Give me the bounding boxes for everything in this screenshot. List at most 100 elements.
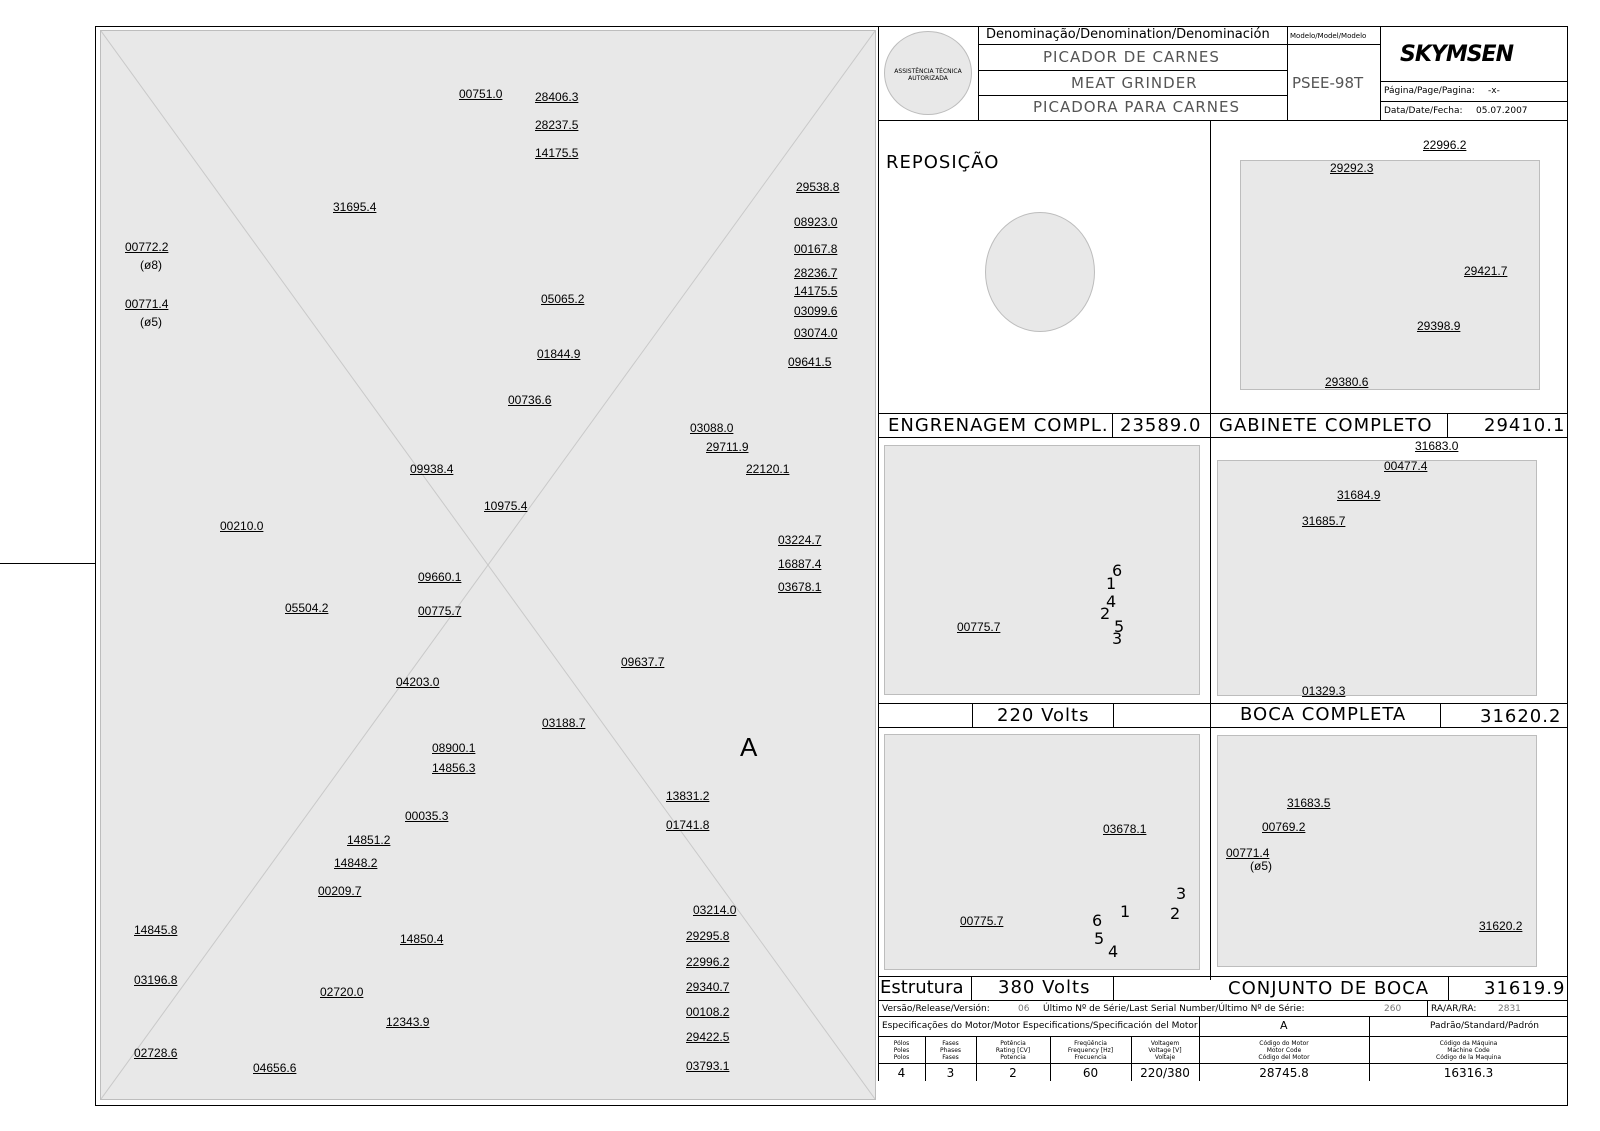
callout: 12343.9 xyxy=(386,1015,430,1029)
wire-number: 3 xyxy=(1176,884,1187,903)
date-label: Data/Date/Fecha: xyxy=(1384,106,1463,116)
version-value: 06 xyxy=(1018,1004,1030,1014)
divider xyxy=(878,976,1568,977)
callout: 03074.0 xyxy=(794,326,838,340)
callout: 09938.4 xyxy=(410,462,454,476)
callout: 00775.7 xyxy=(418,604,462,618)
callout-sub: (ø8) xyxy=(140,258,162,272)
callout: 14848.2 xyxy=(334,856,378,870)
hdr-line: Voltage [V] xyxy=(1148,1047,1182,1054)
callout: 09641.5 xyxy=(788,355,832,369)
divider xyxy=(978,95,1287,96)
callout: 31684.9 xyxy=(1337,488,1381,502)
callout: 00751.0 xyxy=(459,87,503,101)
gabinete-code: 29410.1 xyxy=(1484,415,1566,436)
phases-value: 3 xyxy=(946,1066,955,1080)
callout: 10975.4 xyxy=(484,499,528,513)
seal-text: ASSISTÊNCIA TÉCNICA AUTORIZADA xyxy=(894,68,962,82)
poles-value: 4 xyxy=(897,1066,906,1080)
divider xyxy=(1113,976,1114,1000)
name-es: PICADORA PARA CARNES xyxy=(1033,98,1240,116)
column-a: A xyxy=(1280,1019,1288,1032)
hdr-line: Freqüência xyxy=(1074,1040,1107,1047)
page-label: Página/Page/Pagina: xyxy=(1384,86,1475,96)
divider xyxy=(978,44,1380,45)
voltage-value: 220/380 xyxy=(1140,1066,1190,1080)
callout: 02720.0 xyxy=(320,985,364,999)
placeholder-cross xyxy=(101,31,875,1099)
engrenagem-code: 23589.0 xyxy=(1120,415,1202,436)
divider xyxy=(1113,703,1114,727)
callout: 01844.9 xyxy=(537,347,581,361)
divider xyxy=(878,437,1568,438)
exploded-diagram xyxy=(100,30,876,1100)
callout: 31620.2 xyxy=(1479,919,1523,933)
callout: 05504.2 xyxy=(285,601,329,615)
divider xyxy=(978,26,979,120)
volt380-label: 380 Volts xyxy=(998,977,1091,998)
engrenagem-label: ENGRENAGEM COMPL. xyxy=(888,415,1109,436)
hdr-motor-code: Código do Motor Motor Code Código del Mo… xyxy=(1199,1040,1369,1061)
callout-letter: A xyxy=(740,732,758,762)
boca-code: 31620.2 xyxy=(1480,706,1562,727)
divider xyxy=(1131,1036,1132,1081)
structure-label: Estrutura xyxy=(880,977,964,998)
divider xyxy=(878,120,1568,121)
conjunto-code: 31619.9 xyxy=(1484,978,1566,999)
hdr-line: Phases xyxy=(939,1047,962,1054)
callout: 29295.8 xyxy=(686,929,730,943)
hdr-voltage: Voltagem Voltage [V] Voltaje xyxy=(1131,1040,1199,1061)
divider xyxy=(976,1036,977,1081)
brand-logo: SKYMSEN xyxy=(1400,42,1514,67)
divider xyxy=(978,70,1287,71)
callout: 14856.3 xyxy=(432,761,476,775)
callout: 01741.8 xyxy=(666,818,710,832)
divider xyxy=(1112,413,1113,437)
callout: 00477.4 xyxy=(1384,459,1428,473)
callout: 28406.3 xyxy=(535,90,579,104)
hdr-line: Código da Máquina xyxy=(1439,1040,1498,1047)
callout: 00736.6 xyxy=(508,393,552,407)
motor-code-value: 28745.8 xyxy=(1259,1066,1309,1080)
callout: 22120.1 xyxy=(746,462,790,476)
wire-number: 5 xyxy=(1094,929,1105,948)
hdr-line: Potência xyxy=(1000,1040,1026,1047)
wire-number: 1 xyxy=(1120,902,1131,921)
rating-value: 2 xyxy=(1009,1066,1017,1080)
callout: 00108.2 xyxy=(686,1005,730,1019)
hdr-phases: Fases Phases Fases xyxy=(925,1040,976,1061)
reposicao-title: REPOSIÇÃO xyxy=(886,152,1000,173)
volt220-label: 220 Volts xyxy=(997,705,1090,726)
divider xyxy=(878,26,879,1081)
hdr-line: Pólos xyxy=(893,1040,910,1047)
divider xyxy=(1380,26,1381,120)
callout: 28237.5 xyxy=(535,118,579,132)
boca-label: BOCA COMPLETA xyxy=(1240,704,1407,725)
hdr-line: Rating [CV] xyxy=(995,1047,1031,1054)
callout: 14850.4 xyxy=(400,932,444,946)
callout: 04656.6 xyxy=(253,1061,297,1075)
callout: 29422.5 xyxy=(686,1030,730,1044)
hdr-line: Motor Code xyxy=(1266,1047,1302,1054)
hdr-line: Machine Code xyxy=(1447,1047,1490,1054)
wire-number: 5 xyxy=(1114,617,1125,636)
divider xyxy=(971,976,972,1000)
wire-number: 4 xyxy=(1106,592,1117,611)
callout: 00775.7 xyxy=(957,620,1001,634)
callout: 31683.0 xyxy=(1415,439,1459,453)
callout: 31685.7 xyxy=(1302,514,1346,528)
callout: 03088.0 xyxy=(690,421,734,435)
hdr-line: Frequency [Hz] xyxy=(1067,1047,1114,1054)
callout: 03224.7 xyxy=(778,533,822,547)
serial-label: Último Nº de Série/Last Serial Number/Úl… xyxy=(1043,1004,1305,1014)
callout: 29380.6 xyxy=(1325,375,1369,389)
callout: 14845.8 xyxy=(134,923,178,937)
callout: 14851.2 xyxy=(347,833,391,847)
divider xyxy=(1210,120,1211,980)
date-value: 05.07.2007 xyxy=(1476,106,1528,116)
hdr-line: Voltaje xyxy=(1154,1054,1176,1061)
callout: 16887.4 xyxy=(778,557,822,571)
wiring-380-illustration xyxy=(884,734,1200,970)
serial-value: 260 xyxy=(1384,1004,1402,1014)
divider xyxy=(972,703,973,727)
